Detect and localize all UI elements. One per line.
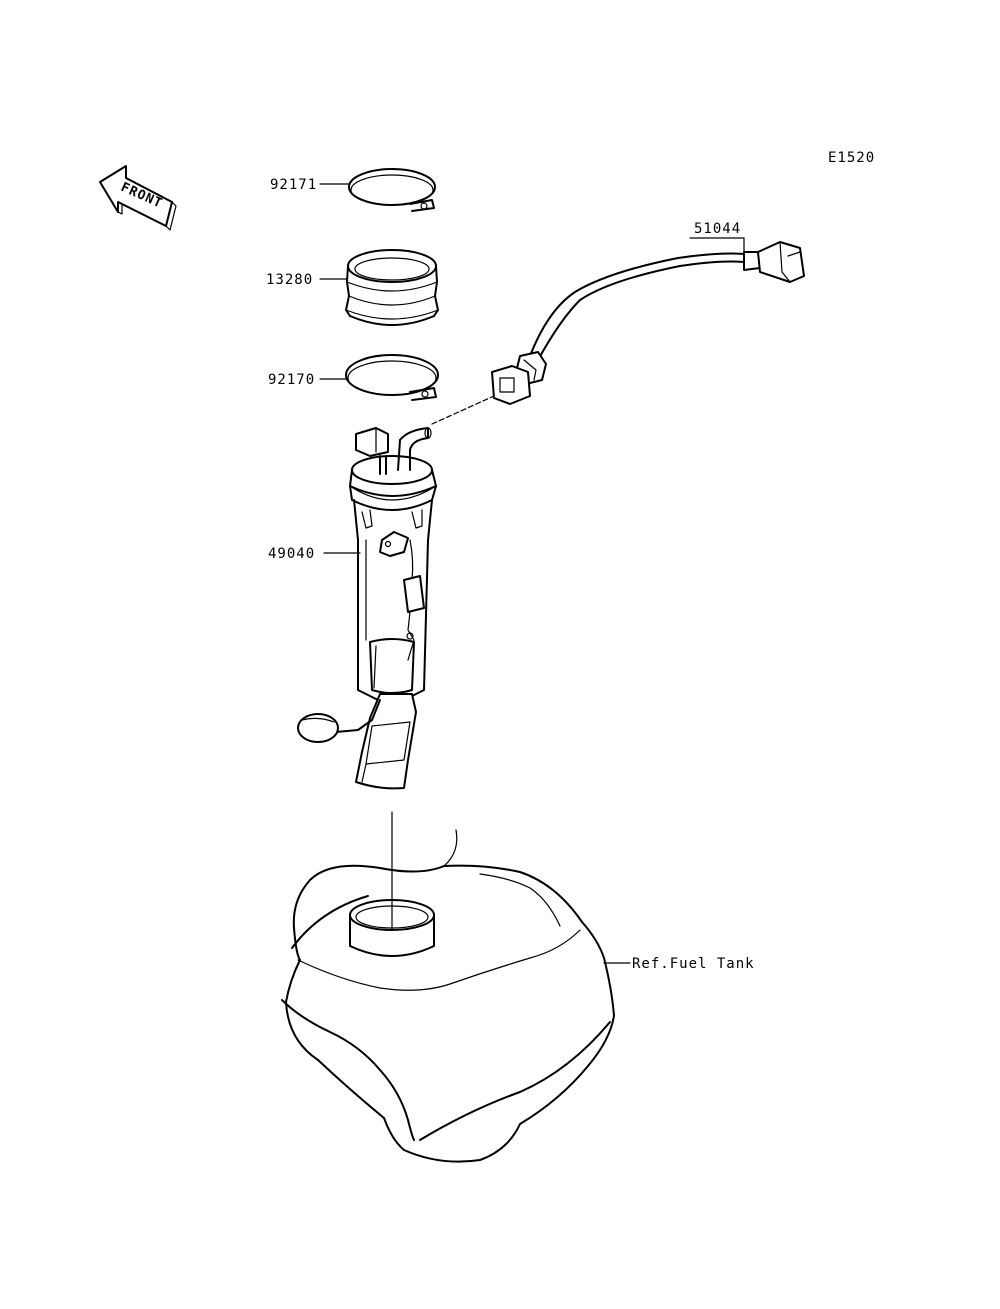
fuel-tank-reference [281,829,615,1163]
part-number-92171: 92171 [270,177,317,193]
part-49040-fuel-pump [297,427,437,790]
part-number-51044: 51044 [694,221,741,237]
part-number-13280: 13280 [266,272,313,288]
part-92170-clamp [345,354,439,401]
part-number-92170: 92170 [268,372,315,388]
part-92171-clamp [348,168,436,212]
part-13280-seal [345,249,439,326]
part-number-49040: 49040 [268,546,315,562]
reference-label: Ref.Fuel Tank [632,956,755,972]
part-51044-harness [491,241,805,405]
diagram-code: E1520 [828,150,875,166]
leader-line [431,395,495,425]
front-arrow-icon: FRONT [99,165,177,231]
